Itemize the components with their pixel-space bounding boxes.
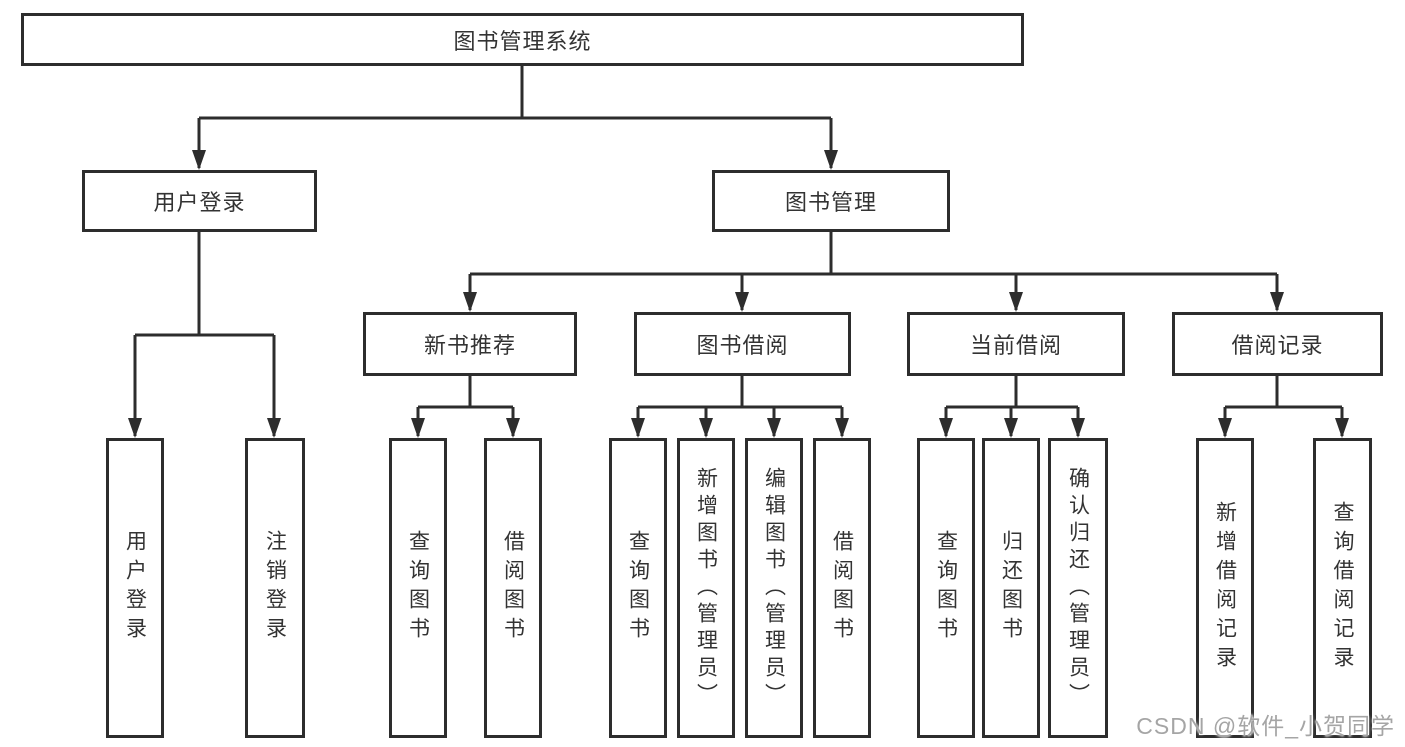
leaf-logout: 注销登录 (245, 438, 305, 738)
node-user-login: 用户登录 (82, 170, 317, 232)
trunk-root (199, 66, 831, 120)
leaf-return-book: 归还图书 (982, 438, 1040, 738)
node-book-management: 图书管理 (712, 170, 950, 232)
trunk-current-borrow (946, 376, 1078, 409)
trunk-book-mgmt (470, 232, 1277, 276)
trunk-book-borrow (638, 376, 842, 409)
leaf-add-book-admin: 新增图书（管理员） (677, 438, 735, 738)
leaf-edit-book-admin: 编辑图书（管理员） (745, 438, 803, 738)
node-borrow-record: 借阅记录 (1172, 312, 1383, 376)
node-library-system: 图书管理系统 (21, 13, 1024, 66)
leaf-user-login: 用户登录 (106, 438, 164, 738)
leaf-confirm-return-admin: 确认归还（管理员） (1048, 438, 1108, 738)
node-current-borrow: 当前借阅 (907, 312, 1125, 376)
node-new-book-recommend: 新书推荐 (363, 312, 577, 376)
leaf-newbook-query-book: 查询图书 (389, 438, 447, 738)
leaf-query-borrow-record: 查询借阅记录 (1313, 438, 1372, 738)
connector-lines (128, 66, 1349, 438)
trunk-borrow-record (1225, 376, 1342, 409)
leaf-newbook-borrow-book: 借阅图书 (484, 438, 542, 738)
leaf-borrow-book: 借阅图书 (813, 438, 871, 738)
trunk-new-book (418, 376, 513, 409)
leaf-current-query-book: 查询图书 (917, 438, 975, 738)
csdn-watermark: CSDN @软件_小贺同学 (1136, 713, 1395, 739)
leaf-add-borrow-record: 新增借阅记录 (1196, 438, 1254, 738)
node-book-borrow: 图书借阅 (634, 312, 851, 376)
trunk-user-login (135, 232, 274, 337)
leaf-borrow-query-book: 查询图书 (609, 438, 667, 738)
